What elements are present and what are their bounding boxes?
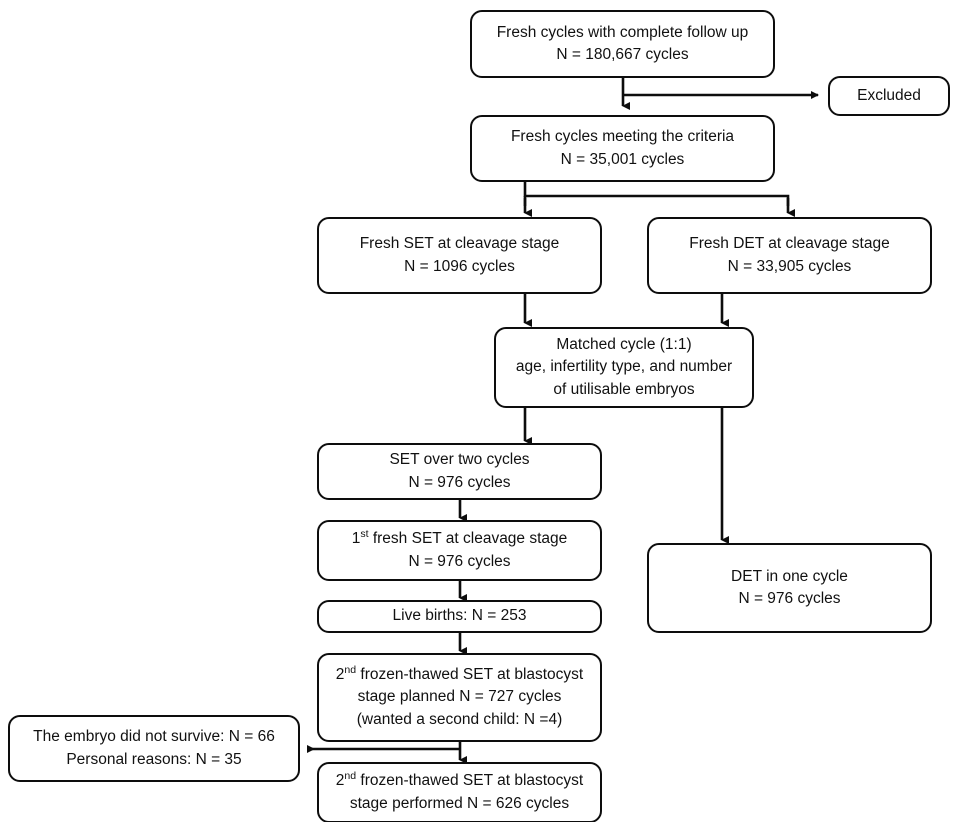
node-line: N = 976 cycles xyxy=(408,552,511,570)
ordinal-suffix: nd xyxy=(344,663,357,676)
node-line: N = 976 cycles xyxy=(408,473,511,491)
node-line-prefix: 2 xyxy=(335,772,345,790)
node-line-rest: frozen-thawed SET at blastocyst xyxy=(356,772,584,790)
node-fresh-det-cleavage: Fresh DET at cleavage stage N = 33,905 c… xyxy=(647,217,932,294)
node-line: age, infertility type, and number xyxy=(515,358,733,376)
ordinal-suffix: nd xyxy=(344,769,357,782)
node-dropout-reasons: The embryo did not survive: N = 66 Perso… xyxy=(8,715,300,782)
node-det-one-cycle: DET in one cycle N = 976 cycles xyxy=(647,543,932,633)
node-line: N = 180,667 cycles xyxy=(556,46,689,63)
node-line: Excluded xyxy=(857,86,921,104)
node-line: N = 33,905 cycles xyxy=(727,257,852,275)
node-fresh-set-cleavage: Fresh SET at cleavage stage N = 1096 cyc… xyxy=(317,217,602,294)
node-line: The embryo did not survive: N = 66 xyxy=(33,728,275,746)
node-line: DET in one cycle xyxy=(731,567,848,585)
node-line: stage performed N = 626 cycles xyxy=(349,794,570,812)
node-excluded: Excluded xyxy=(828,76,950,116)
node-line: Matched cycle (1:1) xyxy=(556,335,692,353)
node-line: Fresh DET at cleavage stage xyxy=(689,235,890,253)
node-first-fresh-set: 1st fresh SET at cleavage stage N = 976 … xyxy=(317,520,602,581)
node-second-set-performed: 2nd frozen-thawed SET at blastocyst stag… xyxy=(317,762,602,822)
node-line: Fresh SET at cleavage stage xyxy=(359,235,560,253)
node-line-rest: frozen-thawed SET at blastocyst xyxy=(356,665,584,683)
node-line-prefix: 1 xyxy=(351,530,361,548)
node-line-rest: fresh SET at cleavage stage xyxy=(368,530,568,548)
edge-criteria-split xyxy=(523,182,790,206)
node-line: Personal reasons: N = 35 xyxy=(66,750,242,768)
node-line: (wanted a second child: N =4) xyxy=(356,710,563,728)
node-line: Live births: N = 253 xyxy=(392,607,527,625)
node-line-prefix: 2 xyxy=(335,665,345,683)
node-line: Fresh cycles with complete follow up xyxy=(496,23,749,41)
node-line-superscript: 1st fresh SET at cleavage stage xyxy=(352,528,568,550)
node-line: of utilisable embryos xyxy=(553,380,695,398)
node-line: stage planned N = 727 cycles xyxy=(357,688,562,706)
node-line-superscript: 2nd frozen-thawed SET at blastocyst xyxy=(336,770,584,792)
node-line: N = 1096 cycles xyxy=(404,257,515,275)
node-line: N = 976 cycles xyxy=(738,590,841,607)
node-live-births: Live births: N = 253 xyxy=(317,600,602,633)
node-fresh-cycles-criteria: Fresh cycles meeting the criteria N = 35… xyxy=(470,115,775,182)
node-set-over-two-cycles: SET over two cycles N = 976 cycles xyxy=(317,443,602,500)
node-matched-cycle: Matched cycle (1:1) age, infertility typ… xyxy=(494,327,754,408)
node-second-set-planned: 2nd frozen-thawed SET at blastocyst stag… xyxy=(317,653,602,742)
node-line: SET over two cycles xyxy=(389,451,530,469)
node-line: Fresh cycles meeting the criteria xyxy=(510,128,735,146)
node-line-superscript: 2nd frozen-thawed SET at blastocyst xyxy=(336,664,584,686)
ordinal-suffix: st xyxy=(360,527,369,540)
node-line: N = 35,001 cycles xyxy=(560,150,685,168)
node-fresh-cycles-complete: Fresh cycles with complete follow up N =… xyxy=(470,10,775,78)
